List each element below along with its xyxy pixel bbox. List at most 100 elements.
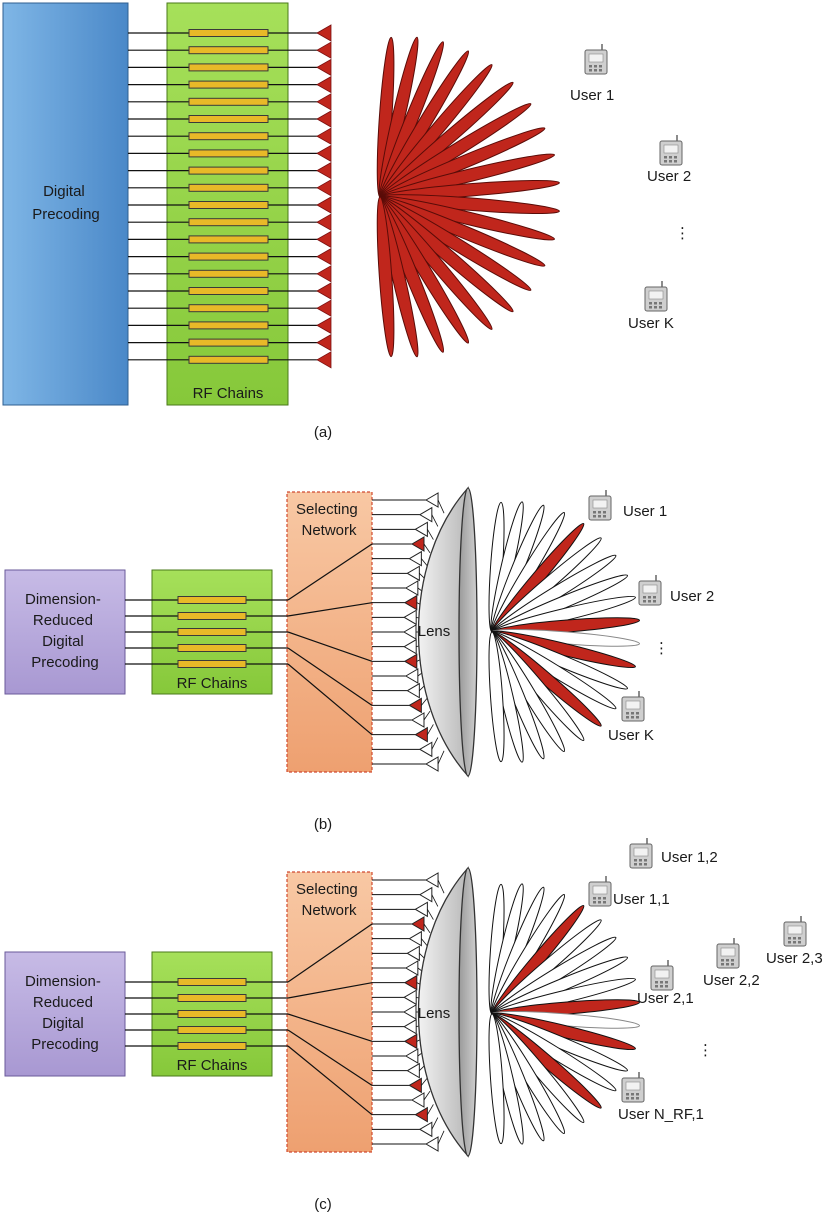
antenna-element: [414, 1106, 428, 1123]
user-ellipsis: ⋮: [698, 1042, 713, 1059]
svg-text:User 2,3: User 2,3: [766, 950, 823, 967]
rf-chain: [188, 46, 269, 55]
beam-fan: [376, 36, 560, 358]
phone-key: [721, 963, 724, 966]
lens-feed-line: [421, 1077, 428, 1086]
rf-chain: [177, 644, 247, 652]
rf-chain: [188, 235, 269, 244]
antenna-element: [404, 1048, 419, 1064]
lens-front: [417, 866, 469, 1158]
user-nrf-1: User N_RF,1: [618, 1072, 704, 1123]
phone-screen: [648, 290, 664, 300]
antenna-element: [403, 594, 418, 611]
rf-chain: [177, 1026, 247, 1034]
phone-key: [648, 596, 651, 599]
antenna-element: [316, 110, 332, 128]
phone-key: [649, 302, 652, 305]
antenna-element: [425, 756, 439, 772]
rf-chain-lines: [128, 24, 332, 369]
phone-screen: [592, 499, 608, 509]
user-k: User K: [608, 691, 654, 744]
svg-text:User 1: User 1: [623, 503, 667, 520]
dimension-reduced-precoding-block: [4, 569, 126, 695]
user-2: User 2: [647, 135, 691, 185]
phone-icon: [588, 490, 612, 521]
rf-chain: [188, 218, 269, 227]
antenna-element: [316, 58, 332, 77]
phone-key: [665, 981, 668, 984]
phone-key: [634, 863, 637, 866]
phone-key: [599, 69, 602, 72]
lens-feed-line: [431, 1117, 439, 1130]
selecting-network-block: [286, 871, 373, 1153]
phone-key: [639, 859, 642, 862]
lens-feed-line: [423, 710, 431, 721]
user-ellipsis: ⋮: [675, 225, 690, 242]
user-2: User 2: [638, 575, 714, 606]
user-1: User 1: [570, 44, 614, 104]
antenna-element: [414, 521, 428, 538]
phone-icon: [659, 135, 683, 166]
phone-key: [626, 716, 629, 719]
phone-key: [603, 515, 606, 518]
user-1-1: User 1,1: [588, 876, 670, 908]
rf-chain: [188, 149, 269, 158]
antenna-element: [316, 351, 332, 369]
antenna-element: [316, 179, 332, 197]
phone-icon: [621, 691, 645, 722]
selecting-network-label: Selecting Network: [296, 881, 362, 919]
phone-key: [626, 712, 629, 715]
rf-chain: [177, 994, 247, 1002]
antenna-element: [316, 41, 332, 59]
user-k: User K: [628, 281, 674, 332]
phone-key: [631, 1097, 634, 1100]
phone-icon: [716, 938, 740, 969]
caption-c: (c): [314, 1196, 332, 1213]
digital-precoding-label: Digital Precoding: [32, 183, 100, 223]
svg-text:User N_RF,1: User N_RF,1: [618, 1106, 704, 1123]
phone-key: [593, 901, 596, 904]
phone-screen: [633, 847, 649, 857]
phone-key: [594, 69, 597, 72]
rf-chain: [188, 201, 269, 209]
selector-route: [287, 1045, 373, 1116]
lens-feed-line: [437, 499, 445, 514]
lens-label: Lens: [418, 623, 451, 640]
rf-chains-label: RF Chains: [177, 1057, 248, 1074]
selector-route: [287, 1013, 373, 1042]
rf-chain: [188, 287, 269, 295]
rf-chain: [188, 29, 269, 37]
rf-chain: [177, 660, 247, 668]
phone-key: [644, 863, 647, 866]
phone-screen: [720, 947, 736, 957]
rf-chain: [177, 978, 247, 986]
phone-key: [653, 596, 656, 599]
antenna-element: [316, 282, 332, 300]
antenna-element: [316, 196, 332, 214]
antenna-element: [316, 265, 332, 283]
phone-key: [599, 65, 602, 68]
antenna-element: [316, 213, 332, 231]
phone-key: [726, 959, 729, 962]
rf-chain: [177, 612, 247, 620]
lens-feed-line: [423, 923, 431, 934]
phone-key: [659, 302, 662, 305]
phone-key: [636, 1097, 639, 1100]
chain-and-selector-lines: [125, 872, 445, 1152]
lens-feed-line: [427, 1104, 434, 1115]
phone-key: [731, 963, 734, 966]
antenna-element: [425, 492, 439, 508]
digital-precoding-block: [2, 2, 129, 406]
phone-screen: [625, 1081, 641, 1091]
selector-route: [287, 923, 373, 983]
lens-feed-line: [423, 1090, 431, 1101]
rf-chains-label: RF Chains: [177, 675, 248, 692]
antenna-element: [408, 1077, 422, 1094]
antenna-element: [418, 886, 433, 903]
antenna-element: [406, 1062, 420, 1079]
dimension-reduced-precoding-label: Dimension- Reduced Digital Precoding: [25, 591, 105, 671]
antenna-element: [408, 930, 422, 947]
antenna-element: [404, 580, 419, 596]
selector-route: [287, 543, 373, 601]
antenna-element: [425, 1136, 439, 1152]
